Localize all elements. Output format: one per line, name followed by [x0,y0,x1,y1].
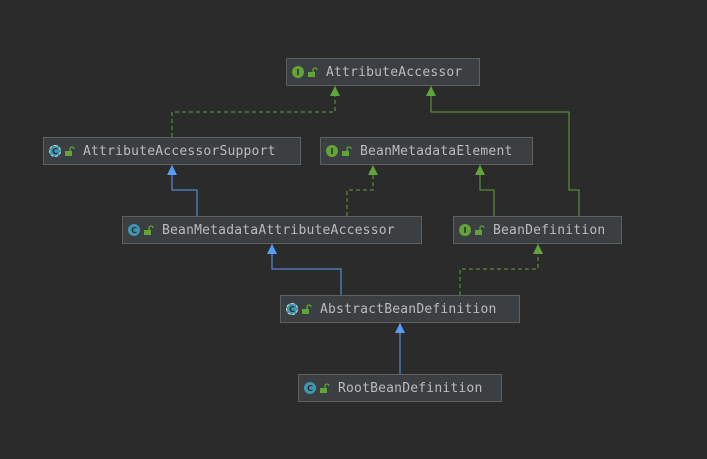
unlocked-icon [342,145,352,156]
class-icon: C [128,224,140,236]
interface-icon: I [326,145,338,157]
node-label: AbstractBeanDefinition [320,301,497,317]
edge-bean-definition-to-bean-metadata-element [475,165,495,216]
node-bean-definition[interactable]: I BeanDefinition [453,216,622,244]
node-label: AttributeAccessorSupport [83,143,276,159]
edge-abstract-bean-definition-to-bean-definition [459,244,543,295]
abstract-class-icon: C [286,303,298,315]
node-root-bean-definition[interactable]: C RootBeanDefinition [298,374,502,402]
edge-bean-metadata-attribute-accessor-to-attribute-accessor-support [167,165,198,216]
unlocked-icon [475,224,485,235]
arrowhead [167,165,177,175]
arrowhead [267,244,277,254]
edge-root-bean-definition-to-abstract-bean-definition [395,323,405,374]
node-label: AttributeAccessor [326,64,463,80]
edge-bean-metadata-attribute-accessor-to-bean-metadata-element [346,165,378,216]
node-abstract-bean-definition[interactable]: C AbstractBeanDefinition [280,295,520,323]
node-attribute-accessor-support[interactable]: C AttributeAccessorSupport [43,137,301,165]
arrowhead [368,165,378,175]
node-bean-metadata-element[interactable]: I BeanMetadataElement [320,137,533,165]
edge-abstract-bean-definition-to-bean-metadata-attribute-accessor [267,244,342,295]
arrowhead [426,86,436,96]
edge-bean-definition-to-attribute-accessor [426,86,580,216]
arrowhead [330,86,340,96]
node-label: BeanMetadataElement [360,143,513,159]
interface-icon: I [459,224,471,236]
unlocked-icon [144,224,154,235]
node-attribute-accessor[interactable]: I AttributeAccessor [286,58,480,86]
node-label: BeanMetadataAttributeAccessor [162,222,395,238]
interface-icon: I [292,66,304,78]
arrowhead [533,244,543,254]
class-icon: C [304,382,316,394]
node-label: RootBeanDefinition [338,380,483,396]
abstract-class-icon: C [49,145,61,157]
node-bean-metadata-attribute-accessor[interactable]: C BeanMetadataAttributeAccessor [122,216,422,244]
node-label: BeanDefinition [493,222,606,238]
arrowhead [475,165,485,175]
edge-attribute-accessor-support-to-attribute-accessor [171,86,340,137]
unlocked-icon [320,382,330,393]
unlocked-icon [65,145,75,156]
unlocked-icon [308,66,318,77]
unlocked-icon [302,303,312,314]
arrowhead [395,323,405,333]
